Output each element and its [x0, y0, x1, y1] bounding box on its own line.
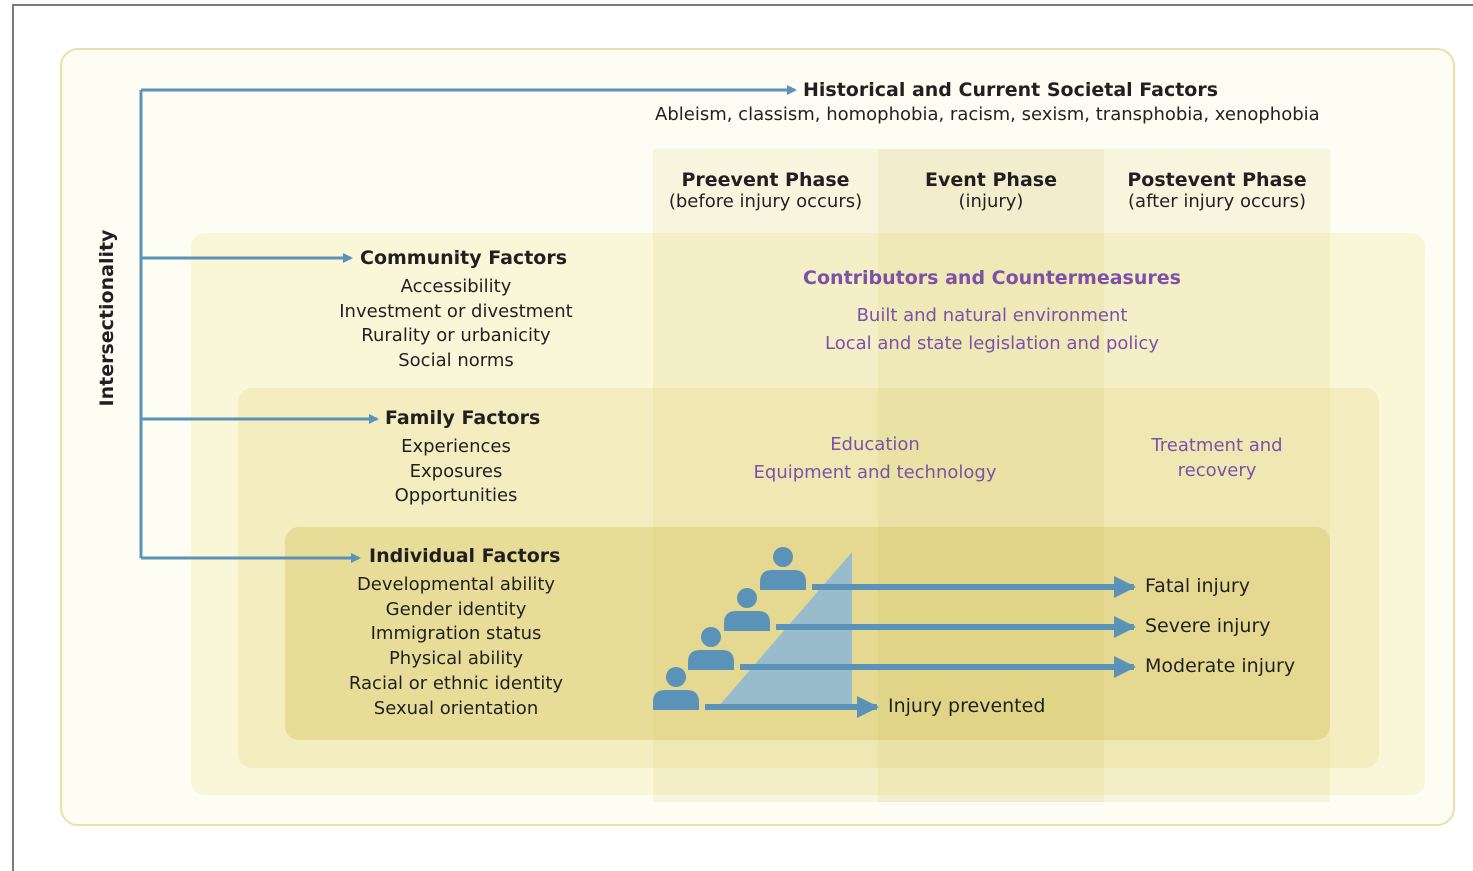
- individual-factors-title: Individual Factors: [369, 545, 561, 567]
- community-factors-list: Accessibility Investment or divestment R…: [316, 275, 596, 374]
- person-icon: [724, 588, 770, 631]
- family-factor-item: Opportunities: [394, 485, 518, 507]
- family-factor-item: Experiences: [401, 436, 511, 457]
- postevent-phase-column: [1104, 149, 1330, 802]
- individual-factor-item: Developmental ability: [356, 574, 556, 595]
- person-icon: [653, 667, 699, 710]
- phase-header-postevent: Postevent Phase (after injury occurs): [1127, 169, 1307, 212]
- countermeasure-item: Equipment and technology: [753, 462, 997, 483]
- outcome-injury-prevented: Injury prevented: [888, 695, 1046, 717]
- community-factor-item: Accessibility: [400, 276, 512, 297]
- individual-factor-item: Gender identity: [385, 598, 527, 620]
- family-factors-list: Experiences Exposures Opportunities: [316, 435, 596, 509]
- individual-factor-item: Racial or ethnic identity: [348, 672, 564, 694]
- outcome-fatal-injury: Fatal injury: [1145, 575, 1250, 597]
- treatment-recovery: Treatment and recovery: [1151, 435, 1283, 481]
- countermeasure-item: Local and state legislation and policy: [825, 333, 1159, 354]
- individual-factors-list: Developmental ability Gender identity Im…: [306, 573, 606, 721]
- person-icon: [760, 547, 806, 590]
- individual-factor-item: Immigration status: [370, 623, 542, 645]
- individual-factor-item: Physical ability: [388, 648, 524, 670]
- phase-header-preevent: Preevent Phase (before injury occurs): [668, 169, 863, 212]
- societal-factors-title: Historical and Current Societal Factors: [803, 79, 1219, 101]
- individual-factor-item: Sexual orientation: [373, 697, 539, 719]
- family-factors-title: Family Factors: [385, 407, 541, 429]
- countermeasures-title: Contributors and Countermeasures: [803, 267, 1181, 289]
- community-factors-title: Community Factors: [360, 247, 568, 269]
- intersectionality-bracket: [139, 85, 797, 563]
- community-factor-item: Social norms: [398, 350, 514, 372]
- event-phase-column: [878, 149, 1104, 802]
- community-factor-item: Rurality or urbanicity: [361, 325, 551, 347]
- phase-header-event: Event Phase (injury): [925, 169, 1057, 212]
- family-factor-item: Exposures: [409, 460, 503, 482]
- outcome-moderate-injury: Moderate injury: [1145, 655, 1296, 677]
- community-factor-item: Investment or divestment: [339, 300, 573, 322]
- family-countermeasures: Education Equipment and technology: [720, 431, 1030, 487]
- countermeasure-item: Built and natural environment: [856, 305, 1128, 326]
- outcome-severe-injury: Severe injury: [1145, 615, 1271, 637]
- societal-factors-items: Ableism, classism, homophobia, racism, s…: [655, 104, 1320, 125]
- person-icon: [688, 627, 734, 670]
- countermeasure-item: Education: [830, 434, 920, 455]
- community-countermeasures: Built and natural environment Local and …: [770, 302, 1214, 358]
- intersectionality-label: Intersectionality: [96, 229, 118, 407]
